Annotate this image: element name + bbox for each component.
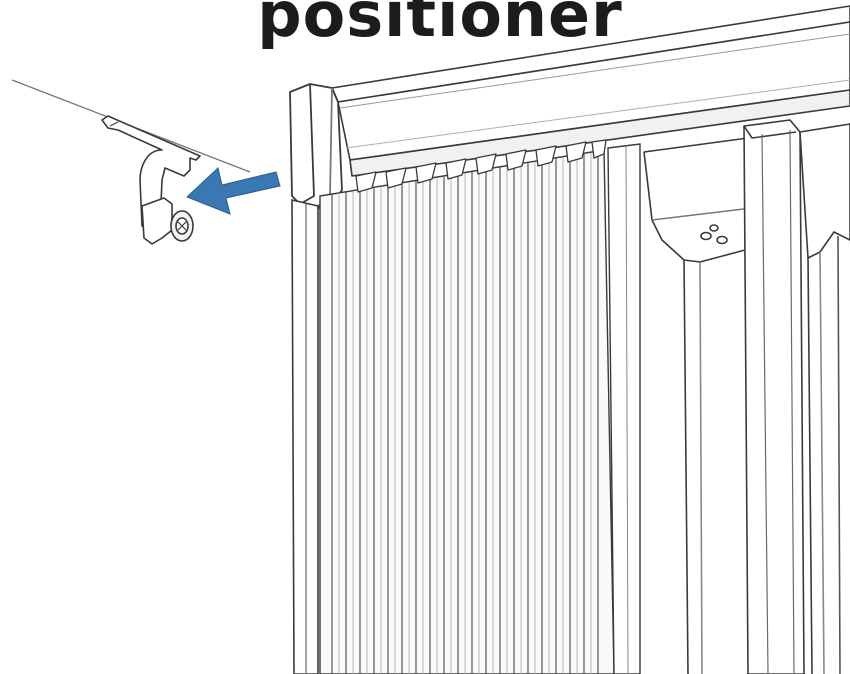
direction-arrow	[186, 167, 281, 215]
carrier-wand	[743, 119, 805, 674]
motor-housing	[643, 137, 761, 674]
side-stile	[291, 198, 319, 674]
right-housing	[799, 123, 850, 674]
diagram-title: positioner	[257, 0, 623, 51]
positioner-bracket	[101, 115, 201, 245]
panel-divider	[607, 143, 641, 674]
pleated-fabric-panel	[319, 139, 615, 674]
headrail	[331, 5, 850, 177]
